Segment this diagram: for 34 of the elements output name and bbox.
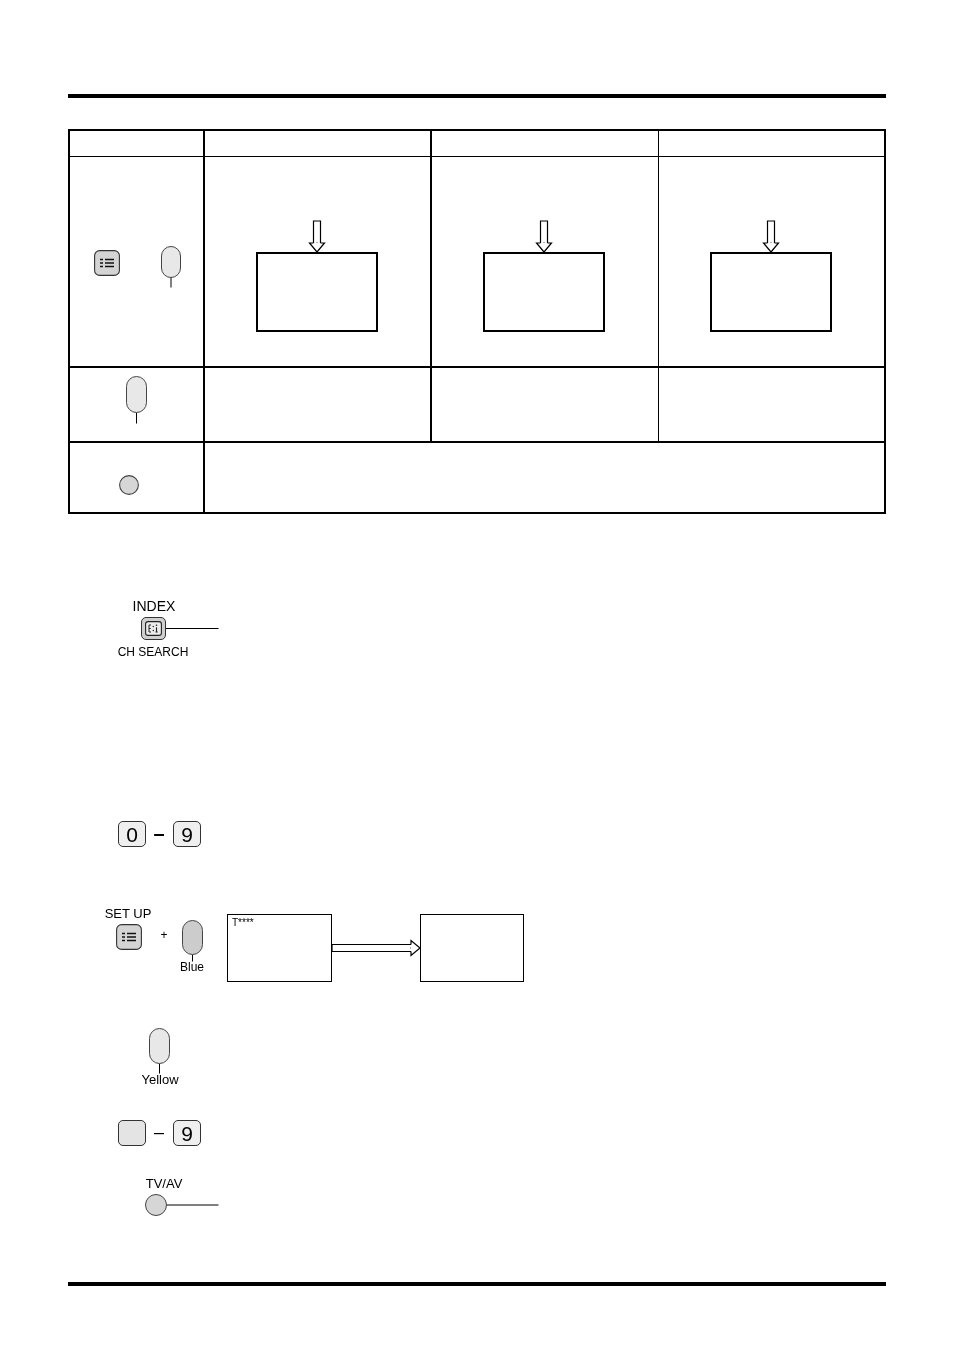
screen-frame (710, 252, 832, 332)
range-dash: – (153, 823, 165, 843)
button-label: Yellow (141, 1073, 179, 1086)
button-label: INDEX (132, 599, 176, 613)
leader-line (165, 628, 219, 629)
oval-button (161, 246, 181, 278)
blank-key (118, 1120, 146, 1146)
number-key: 9 (173, 821, 201, 847)
button-label: TV/AV (145, 1177, 183, 1190)
button-label: Blue (180, 961, 204, 973)
oval-button (182, 920, 203, 955)
number-key: 0 (118, 821, 146, 847)
range-dash: – (154, 1123, 164, 1141)
number-key: 9 (173, 1120, 201, 1146)
screen-frame (227, 914, 332, 982)
oval-button (149, 1028, 170, 1064)
plus-sign: + (160, 929, 168, 941)
screen-frame (420, 914, 524, 982)
leader-line (170, 277, 172, 288)
oval-button (126, 376, 147, 413)
round-button (145, 1194, 167, 1216)
leader-line (159, 1063, 160, 1074)
hollow-arrow (331, 939, 421, 957)
leader-line (166, 1204, 219, 1206)
screen-frame (483, 252, 605, 332)
button-label: CH SEARCH (117, 646, 189, 658)
button-label: SET UP (104, 907, 152, 920)
leader-line (192, 954, 193, 962)
hollow-arrow (535, 220, 553, 253)
screen-text: T**** (232, 918, 254, 928)
hollow-arrow (762, 220, 780, 253)
leader-line (136, 412, 137, 424)
screen-frame (256, 252, 378, 332)
hollow-arrow (308, 220, 326, 253)
